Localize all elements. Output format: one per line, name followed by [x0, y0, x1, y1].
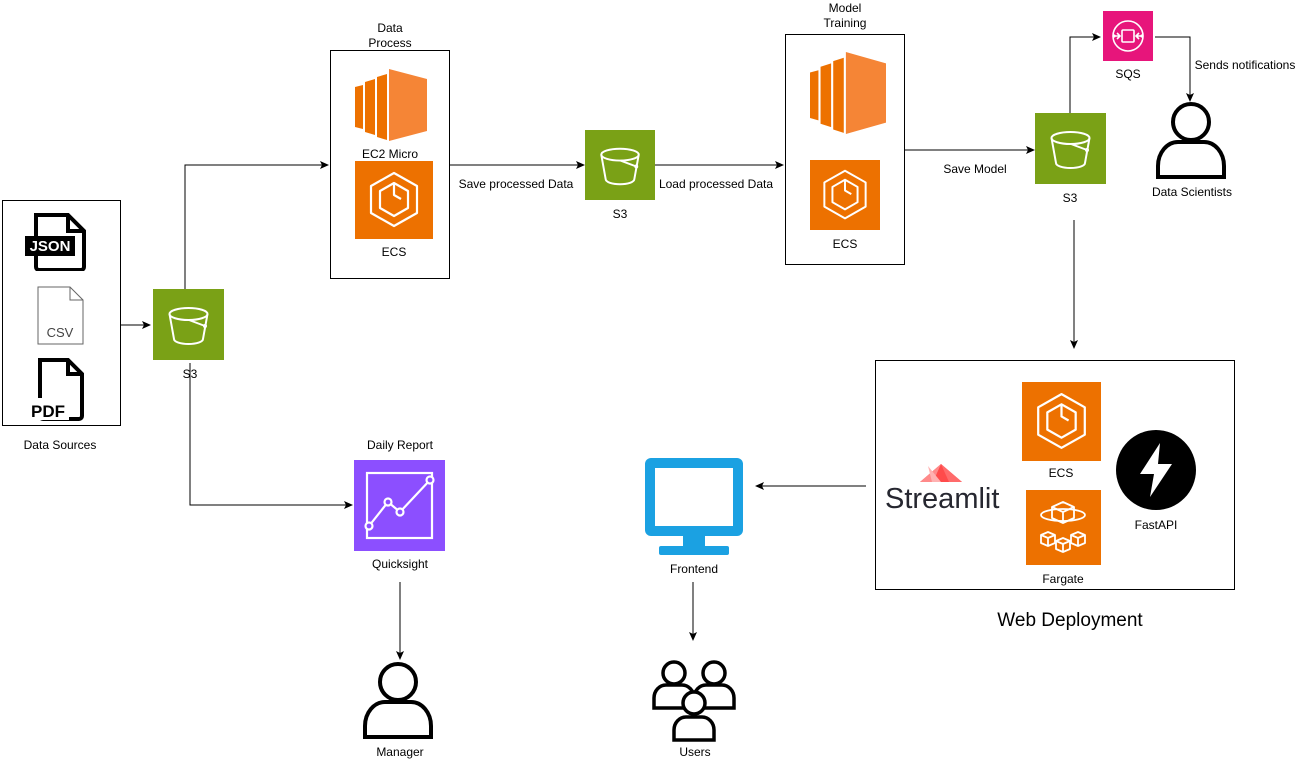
csv-icon-text: CSV: [47, 325, 74, 340]
manager-label: Manager: [376, 745, 424, 759]
ec2-icon[interactable]: [355, 69, 427, 141]
edge-label-sends-notifications: Sends notifications: [1194, 58, 1296, 72]
ec2-icon-training[interactable]: [810, 52, 886, 134]
daily-report-title: Daily Report: [366, 438, 434, 452]
edge-s3-to-dataprocess: [184, 161, 329, 290]
sqs-icon[interactable]: [1103, 11, 1153, 61]
edge-s3-to-quicksight: [189, 363, 353, 509]
json-icon-text: JSON: [30, 238, 71, 255]
web-deployment-title: Web Deployment: [997, 610, 1143, 631]
users-label: Users: [679, 745, 711, 759]
model-training-title-line1: Model: [828, 1, 862, 15]
s3-bucket-icon-main[interactable]: [153, 289, 224, 360]
data-scientists-label: Data Scientists: [1151, 185, 1233, 199]
ecs-web-label: ECS: [1048, 466, 1074, 480]
ecs-icon-web[interactable]: [1022, 382, 1101, 461]
edge-label-load-processed: Load processed Data: [658, 177, 774, 191]
json-file-icon: JSON: [25, 213, 86, 271]
data-scientist-user-icon: [1156, 102, 1226, 179]
edge-label-save-model: Save Model: [943, 162, 1007, 176]
fargate-label: Fargate: [1042, 572, 1084, 586]
edge-sqs-to-scientists: [1155, 36, 1194, 102]
data-process-title-line2: Process: [368, 36, 412, 50]
s3-mid-label: S3: [612, 207, 628, 221]
s3-model-label: S3: [1062, 191, 1078, 205]
ecs-training-label: ECS: [832, 237, 858, 251]
fargate-icon[interactable]: [1026, 490, 1101, 565]
fastapi-label: FastAPI: [1134, 518, 1178, 532]
quicksight-label: Quicksight: [371, 557, 429, 571]
ecs-icon-dataprocess[interactable]: [355, 161, 433, 239]
model-training-title-line2: Training: [823, 16, 867, 30]
quicksight-icon[interactable]: [354, 460, 445, 551]
streamlit-logo-text: Streamlit: [885, 483, 1000, 515]
pdf-file-icon: PDF: [27, 358, 84, 421]
manager-user-icon: [363, 662, 433, 739]
ec2-label: EC2 Micro: [361, 147, 418, 161]
s3-main-label: S3: [182, 367, 198, 381]
edge-label-save-processed: Save processed Data: [458, 177, 574, 191]
pdf-icon-text: PDF: [31, 402, 65, 421]
fastapi-logo-icon: [1116, 430, 1196, 510]
ecs-icon-training[interactable]: [810, 160, 880, 230]
sqs-label: SQS: [1115, 67, 1141, 81]
s3-bucket-icon-model[interactable]: [1035, 113, 1106, 184]
ecs-dataprocess-label: ECS: [381, 245, 407, 259]
data-sources-label: Data Sources: [23, 438, 97, 452]
users-group-icon: [652, 660, 736, 742]
data-process-title-line1: Data: [377, 21, 403, 35]
streamlit-logo-icon: [920, 464, 962, 482]
s3-bucket-icon-mid[interactable]: [585, 130, 655, 200]
csv-file-icon: CSV: [37, 286, 84, 345]
monitor-icon[interactable]: [643, 456, 745, 556]
edge-s3model-to-sqs: [1069, 33, 1101, 113]
frontend-label: Frontend: [669, 562, 719, 576]
